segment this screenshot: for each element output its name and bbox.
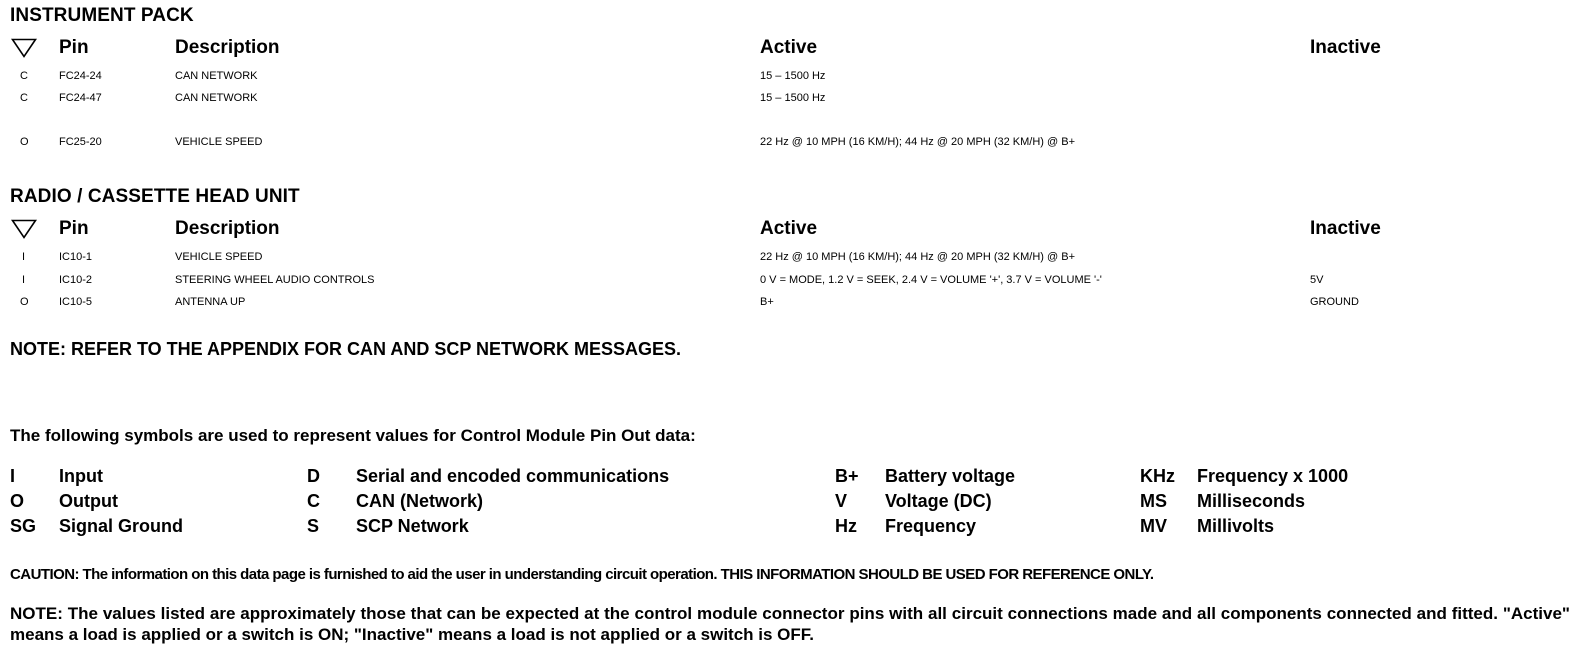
legend-code: D <box>307 466 320 486</box>
legend-meaning: SCP Network <box>356 516 469 536</box>
table-row-pin: IC10-2 <box>59 274 93 286</box>
legend-code: S <box>307 516 320 536</box>
legend-code: B+ <box>835 466 859 486</box>
table-row-description: CAN NETWORK <box>175 92 258 104</box>
table-row-description: ANTENNA UP <box>175 296 246 308</box>
column-header-description: Description <box>175 218 280 239</box>
column-header-inactive: Inactive <box>1310 37 1381 58</box>
legend-meaning: Voltage (DC) <box>885 491 992 511</box>
table-row-inactive: GROUND <box>1310 296 1359 308</box>
legend-code: V <box>835 491 848 511</box>
signal-direction-icon <box>11 219 37 239</box>
table-row-pin: IC10-5 <box>59 296 93 308</box>
table-row-description: VEHICLE SPEED <box>175 251 263 263</box>
legend-meaning: Signal Ground <box>59 516 183 536</box>
table-row-symbol: O <box>20 136 29 148</box>
table-row-description: STEERING WHEEL AUDIO CONTROLS <box>175 274 375 286</box>
table-row-pin: FC25-20 <box>59 136 102 148</box>
caution-text: CAUTION: The information on this data pa… <box>10 566 1154 583</box>
legend-meaning: CAN (Network) <box>356 491 484 511</box>
table-row-pin: IC10-1 <box>59 251 93 263</box>
table-row-symbol: O <box>20 296 29 308</box>
section-title-instrument-pack: INSTRUMENT PACK <box>10 5 194 26</box>
appendix-note: NOTE: REFER TO THE APPENDIX FOR CAN AND … <box>10 339 682 359</box>
table-row-symbol: C <box>20 70 28 82</box>
section-title-radio-unit: RADIO / CASSETTE HEAD UNIT <box>10 186 300 207</box>
legend-meaning: Frequency <box>885 516 977 536</box>
values-note: NOTE: The values listed are approximatel… <box>10 604 1570 644</box>
legend-meaning: Frequency x 1000 <box>1197 466 1349 486</box>
table-row-active: 0 V = MODE, 1.2 V = SEEK, 2.4 V = VOLUME… <box>760 274 1102 286</box>
table-row-active: 22 Hz @ 10 MPH (16 KM/H); 44 Hz @ 20 MPH… <box>760 136 1075 148</box>
legend-code: MS <box>1140 491 1167 511</box>
table-row-symbol: I <box>22 251 26 263</box>
table-row-symbol: I <box>22 274 26 286</box>
column-header-description: Description <box>175 37 280 58</box>
legend-meaning: Millivolts <box>1197 516 1275 536</box>
column-header-inactive: Inactive <box>1310 218 1381 239</box>
table-row-pin: FC24-24 <box>59 70 102 82</box>
legend-meaning: Battery voltage <box>885 466 1016 486</box>
table-row-active: 15 – 1500 Hz <box>760 92 826 104</box>
column-header-active: Active <box>760 218 818 239</box>
table-row-description: VEHICLE SPEED <box>175 136 263 148</box>
signal-direction-icon <box>11 38 37 58</box>
table-row-active: 22 Hz @ 10 MPH (16 KM/H); 44 Hz @ 20 MPH… <box>760 251 1075 263</box>
table-row-active: 15 – 1500 Hz <box>760 70 826 82</box>
legend-meaning: Serial and encoded communications <box>356 466 670 486</box>
table-row-description: CAN NETWORK <box>175 70 258 82</box>
legend-code: C <box>307 491 320 511</box>
legend-code: SG <box>10 516 37 536</box>
legend-code: KHz <box>1140 466 1175 486</box>
legend-code: Hz <box>835 516 857 536</box>
legend-meaning: Input <box>59 466 103 486</box>
legend-code: I <box>10 466 16 486</box>
table-row-inactive: 5V <box>1310 274 1324 286</box>
legend-code: MV <box>1140 516 1167 536</box>
table-row-active: B+ <box>760 296 774 308</box>
column-header-active: Active <box>760 37 818 58</box>
legend-meaning: Milliseconds <box>1197 491 1306 511</box>
symbols-intro: The following symbols are used to repres… <box>10 426 696 445</box>
table-row-pin: FC24-47 <box>59 92 102 104</box>
column-header-pin: Pin <box>59 37 89 58</box>
column-header-pin: Pin <box>59 218 89 239</box>
legend-meaning: Output <box>59 491 118 511</box>
legend-code: O <box>10 491 25 511</box>
table-row-symbol: C <box>20 92 28 104</box>
